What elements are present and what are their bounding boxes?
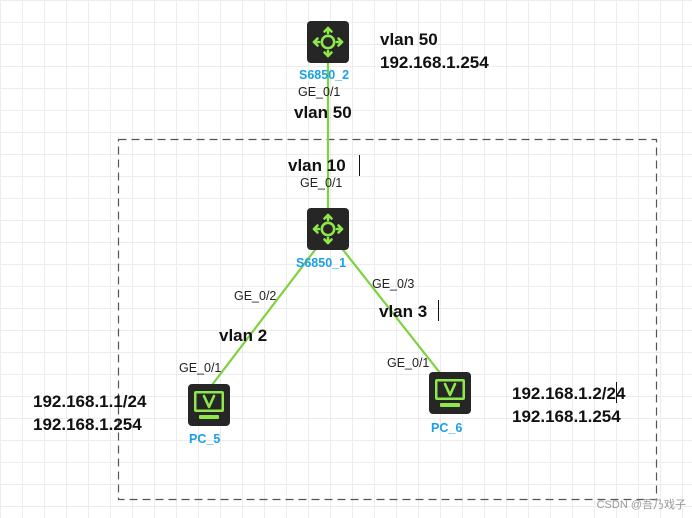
link-s6850-1-to-pc-6[interactable] bbox=[339, 245, 445, 379]
pc-5-gateway-label: 192.168.1.254 bbox=[33, 415, 142, 434]
switch-icon bbox=[307, 21, 349, 63]
switch-s6850-1[interactable] bbox=[306, 207, 350, 251]
pc-5-name: PC_5 bbox=[189, 432, 221, 446]
pc-6-ip-label: 192.168.1.2/24 bbox=[512, 384, 626, 403]
switch-s6850-2[interactable] bbox=[306, 20, 350, 64]
right-link-vlan-label: vlan 3 bbox=[379, 302, 428, 321]
pc-5-port-label: GE_0/1 bbox=[179, 361, 222, 375]
s6850-2-port-label: GE_0/1 bbox=[298, 85, 341, 99]
uplink-vlan-label: vlan 50 bbox=[294, 103, 352, 122]
s6850-1-top-port-label: GE_0/1 bbox=[300, 176, 343, 190]
pc-6-name: PC_6 bbox=[431, 421, 463, 435]
pc-6[interactable] bbox=[428, 371, 472, 415]
switch-icon bbox=[307, 208, 349, 250]
s6850-2-vlan-label: vlan 50 bbox=[380, 30, 438, 49]
text-cursor bbox=[438, 300, 439, 321]
s6850-2-ip-label: 192.168.1.254 bbox=[380, 53, 489, 72]
pc-6-gateway-label: 192.168.1.254 bbox=[512, 407, 621, 426]
pc-5-ip-label: 192.168.1.1/24 bbox=[33, 392, 147, 411]
pc-icon bbox=[188, 384, 230, 426]
s6850-1-left-port-label: GE_0/2 bbox=[234, 289, 277, 303]
switch-s6850-2-name: S6850_2 bbox=[299, 68, 350, 82]
pc-5[interactable] bbox=[187, 383, 231, 427]
pc-6-port-label: GE_0/1 bbox=[387, 356, 430, 370]
s6850-1-right-port-label: GE_0/3 bbox=[372, 277, 415, 291]
s6850-1-vlan-label: vlan 10 bbox=[288, 156, 346, 175]
pc-icon bbox=[429, 372, 471, 414]
text-cursor bbox=[359, 155, 360, 176]
watermark: CSDN @吾乃戏子 bbox=[596, 499, 686, 511]
vlan-boundary bbox=[117, 138, 658, 501]
link-s6850-1-to-pc-5[interactable] bbox=[211, 245, 319, 386]
left-link-vlan-label: vlan 2 bbox=[219, 326, 268, 345]
text-cursor bbox=[616, 382, 617, 403]
switch-s6850-1-name: S6850_1 bbox=[296, 256, 347, 270]
